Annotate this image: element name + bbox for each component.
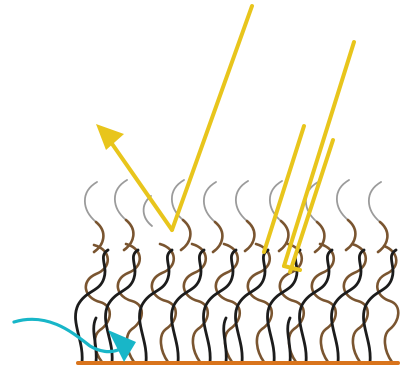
hair-tips-light (85, 180, 388, 252)
incoming-ray-2 (264, 126, 304, 252)
reflected-ray (108, 138, 172, 230)
incoming-ray-4 (290, 140, 333, 272)
cyan-flow-curve (14, 319, 118, 351)
yellow-arrow-icon (96, 124, 124, 150)
sunlight-rays (108, 6, 354, 272)
incoming-ray-main (172, 6, 252, 230)
